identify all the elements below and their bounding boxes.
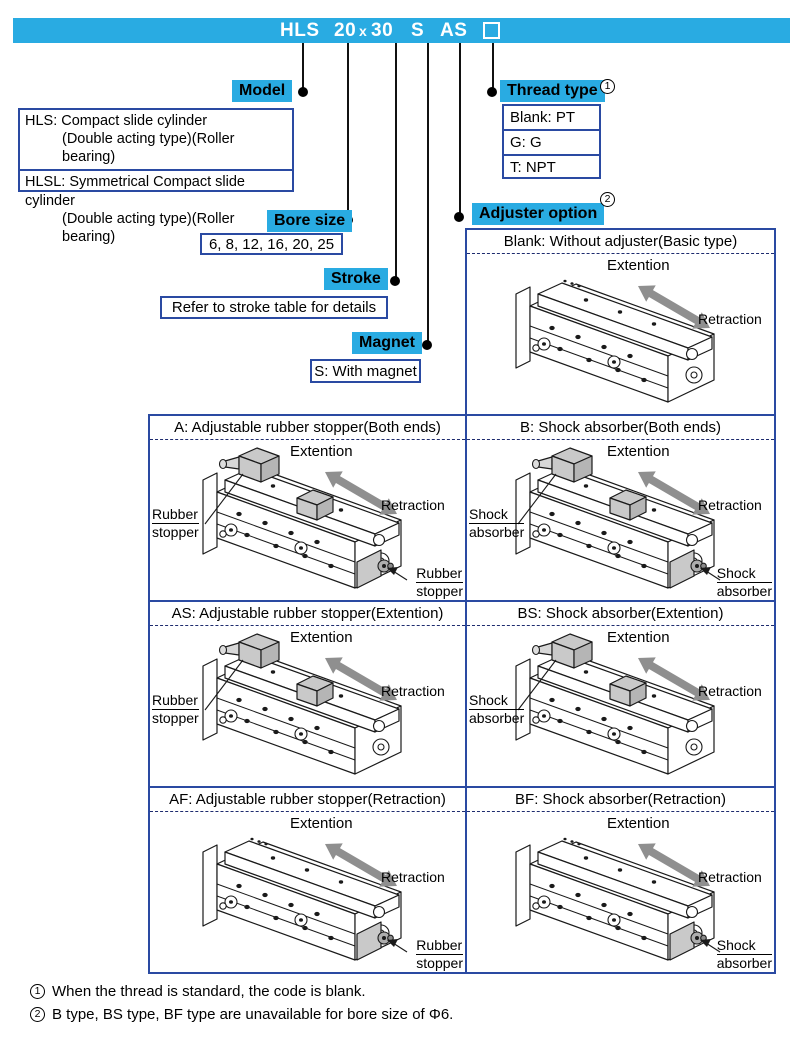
thread-option-pt: Blank: PT: [504, 106, 599, 131]
model-tag: Model: [232, 80, 293, 102]
leader-dot-stroke: [390, 276, 400, 286]
adjuster-right-column: Blank: Without adjuster(Basic type) Exte…: [465, 228, 776, 974]
cylinder-svg: [201, 837, 407, 961]
extention-label: Extention: [290, 815, 353, 832]
cylinder-svg: [514, 279, 715, 403]
adjuster-cell-af: AF: Adjustable rubber stopper(Retraction…: [150, 786, 465, 972]
leader-dot-model: [298, 87, 308, 97]
leader-line-bore: [347, 43, 349, 216]
model-option-detail: (Double acting type)(Roller bearing): [62, 131, 235, 166]
retraction-label: Retraction: [698, 497, 762, 513]
adjuster-cell-title: BF: Shock absorber(Retraction): [467, 788, 774, 812]
extention-label: Extention: [607, 257, 670, 274]
adjuster-cell-a: A: Adjustable rubber stopper(Both ends) …: [150, 416, 465, 600]
code-model: HLS: [280, 20, 320, 41]
cylinder-svg: [514, 837, 720, 961]
retraction-label: Retraction: [381, 869, 445, 885]
bore-size-tag: Bore size: [267, 210, 353, 232]
footnote-2: 2 B type, BS type, BF type are unavailab…: [30, 1006, 453, 1023]
magnet-tag: Magnet: [352, 332, 422, 354]
leader-line-adjuster: [459, 43, 461, 213]
thread-option-g: G: G: [504, 131, 599, 156]
thread-type-tag: Thread type: [500, 80, 605, 102]
note-ref-2: 2: [600, 192, 615, 207]
extention-label: Extention: [607, 815, 670, 832]
adjuster-cell-title: AF: Adjustable rubber stopper(Retraction…: [150, 788, 465, 812]
retraction-label: Retraction: [381, 683, 445, 699]
adjuster-cell-blank: Blank: Without adjuster(Basic type) Exte…: [467, 230, 774, 414]
leader-dot-adjuster: [454, 212, 464, 222]
adjuster-cell-title: B: Shock absorber(Both ends): [467, 416, 774, 440]
adjuster-cell-title: Blank: Without adjuster(Basic type): [467, 230, 774, 254]
bore-size-options-box: 6, 8, 12, 16, 20, 25: [200, 233, 343, 255]
retraction-label: Retraction: [698, 311, 762, 327]
magnet-options-box: S: With magnet: [310, 359, 421, 383]
model-options-box: HLS: Compact slide cylinder (Double acti…: [18, 108, 294, 245]
extention-label: Extention: [290, 443, 353, 460]
extention-label: Extention: [290, 629, 353, 646]
adjuster-option-tag: Adjuster option: [472, 203, 605, 225]
leader-dot-thread: [487, 87, 497, 97]
code-bore: 20: [334, 20, 357, 41]
stroke-options-box: Refer to stroke table for details: [160, 296, 388, 319]
adjuster-cell-title: AS: Adjustable rubber stopper(Extention): [150, 602, 465, 626]
adjuster-cell-bf: BF: Shock absorber(Retraction) Extention…: [467, 786, 774, 972]
code-adjuster: AS: [440, 20, 468, 41]
cylinder-svg: [201, 447, 407, 589]
leader-line-model: [302, 43, 304, 88]
adjuster-cell-as: AS: Adjustable rubber stopper(Extention)…: [150, 600, 465, 786]
extention-label: Extention: [607, 629, 670, 646]
model-option-code: HLSL: Symmetrical Compact slide cylinder: [25, 174, 245, 209]
footnote-1-num: 1: [30, 984, 45, 999]
footnote-1-text: When the thread is standard, the code is…: [52, 983, 366, 1000]
footnote-2-num: 2: [30, 1007, 45, 1022]
footnote-1: 1 When the thread is standard, the code …: [30, 983, 366, 1000]
leader-line-stroke: [395, 43, 397, 277]
model-option-hls: HLS: Compact slide cylinder (Double acti…: [20, 110, 292, 172]
cylinder-svg: [514, 633, 715, 775]
ordering-code-bar: [13, 18, 790, 43]
adjuster-left-column: A: Adjustable rubber stopper(Both ends) …: [148, 414, 465, 974]
note-ref-1: 1: [600, 79, 615, 94]
code-separator: x: [359, 23, 368, 39]
model-option-code: HLS: Compact slide cylinder: [25, 113, 208, 129]
thread-code-placeholder-box: [483, 22, 500, 39]
retraction-label: Retraction: [698, 869, 762, 885]
code-magnet: S: [411, 20, 425, 41]
cylinder-svg: [201, 633, 402, 775]
adjuster-cell-title: A: Adjustable rubber stopper(Both ends): [150, 416, 465, 440]
leader-dot-magnet: [422, 340, 432, 350]
code-stroke: 30: [371, 20, 394, 41]
stroke-tag: Stroke: [324, 268, 388, 290]
thread-type-options-box: Blank: PT G: G T: NPT: [502, 104, 601, 179]
model-option-hlsl: HLSL: Symmetrical Compact slide cylinder…: [20, 171, 292, 249]
footnote-2-text: B type, BS type, BF type are unavailable…: [52, 1006, 454, 1023]
retraction-label: Retraction: [698, 683, 762, 699]
leader-line-thread: [492, 43, 494, 88]
retraction-label: Retraction: [381, 497, 445, 513]
extention-label: Extention: [607, 443, 670, 460]
leader-line-magnet: [427, 43, 429, 341]
cylinder-svg: [514, 447, 720, 589]
model-option-detail: (Double acting type)(Roller bearing): [62, 210, 235, 245]
adjuster-cell-title: BS: Shock absorber(Extention): [467, 602, 774, 626]
thread-option-npt: T: NPT: [510, 159, 556, 176]
